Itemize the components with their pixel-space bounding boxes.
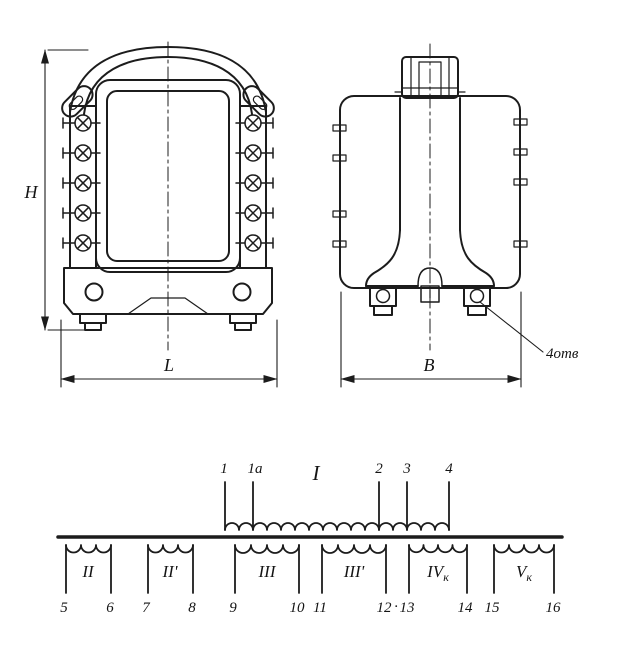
mounting-bracket [63, 267, 273, 331]
winding-iii-label: III [258, 562, 277, 581]
holes-count-label: 4отв [546, 346, 579, 362]
terminal-label-14: 14 [458, 600, 474, 616]
terminal-label-12: 12 [377, 600, 393, 616]
terminal-separator-dot: · [394, 599, 398, 615]
winding-iv-k: IVк 13 14 [400, 544, 474, 616]
terminal-label-7: 7 [142, 600, 151, 616]
primary-terminal-label-4: 4 [445, 461, 453, 477]
terminals-right [235, 114, 274, 252]
dim-h-label: H [24, 182, 39, 202]
terminal-label-10: 10 [290, 600, 306, 616]
terminal-label-13: 13 [400, 600, 415, 616]
terminal-label-9: 9 [229, 600, 237, 616]
primary-terminal-label-2: 2 [375, 461, 383, 477]
dimension-width: B [340, 291, 522, 388]
strap-loop-left [61, 85, 94, 118]
dimension-height: H [24, 49, 89, 331]
terminal-label-16: 16 [546, 600, 562, 616]
winding-iii: III 9 10 [229, 544, 306, 616]
winding-ii-prime-label: II' [162, 562, 178, 581]
core-top-stack [394, 56, 466, 99]
primary-winding: 1 1а 2 3 4 I [220, 461, 453, 531]
side-feet [369, 285, 491, 316]
mounting-hole-right [232, 282, 252, 302]
mounting-hole-left [84, 282, 104, 302]
terminal-label-6: 6 [106, 600, 114, 616]
winding-iii-prime: III' 11 12 [313, 544, 393, 616]
dimension-length: L [60, 319, 278, 388]
terminal-label-8: 8 [188, 600, 196, 616]
mounting-strap [61, 46, 275, 118]
primary-terminal-label-3: 3 [402, 461, 411, 477]
side-body [339, 95, 521, 289]
coil-body [95, 79, 241, 273]
winding-v-k: Vк 15 16 [485, 544, 562, 616]
side-view: B 4отв [332, 43, 579, 388]
coil-window [106, 90, 230, 262]
primary-terminal-label-1a: 1а [248, 461, 263, 477]
winding-ii-prime: II' 7 8 [142, 544, 196, 616]
holes-annotation: 4отв [479, 301, 579, 362]
terminal-label-11: 11 [313, 600, 327, 616]
strap-loop-right [242, 85, 275, 118]
foot-hole-right [469, 288, 485, 304]
terminal-label-15: 15 [485, 600, 501, 616]
dim-l-label: L [163, 355, 174, 375]
front-view: H L [24, 41, 278, 388]
winding-ii: II 5 6 [60, 544, 114, 616]
primary-winding-label: I [312, 461, 321, 485]
winding-v-k-label: Vк [516, 562, 532, 584]
primary-terminal-label-1: 1 [220, 461, 228, 477]
winding-iv-k-label: IVк [426, 562, 449, 584]
dim-b-label: B [424, 355, 435, 375]
foot-hole-left [375, 288, 391, 304]
terminal-label-5: 5 [60, 600, 68, 616]
winding-ii-label: II [81, 562, 95, 581]
winding-schematic: 1 1а 2 3 4 I II 5 6 II' 7 8 [56, 461, 564, 616]
side-terminals [332, 118, 528, 248]
terminals-left [62, 114, 101, 252]
winding-iii-prime-label: III' [343, 562, 365, 581]
